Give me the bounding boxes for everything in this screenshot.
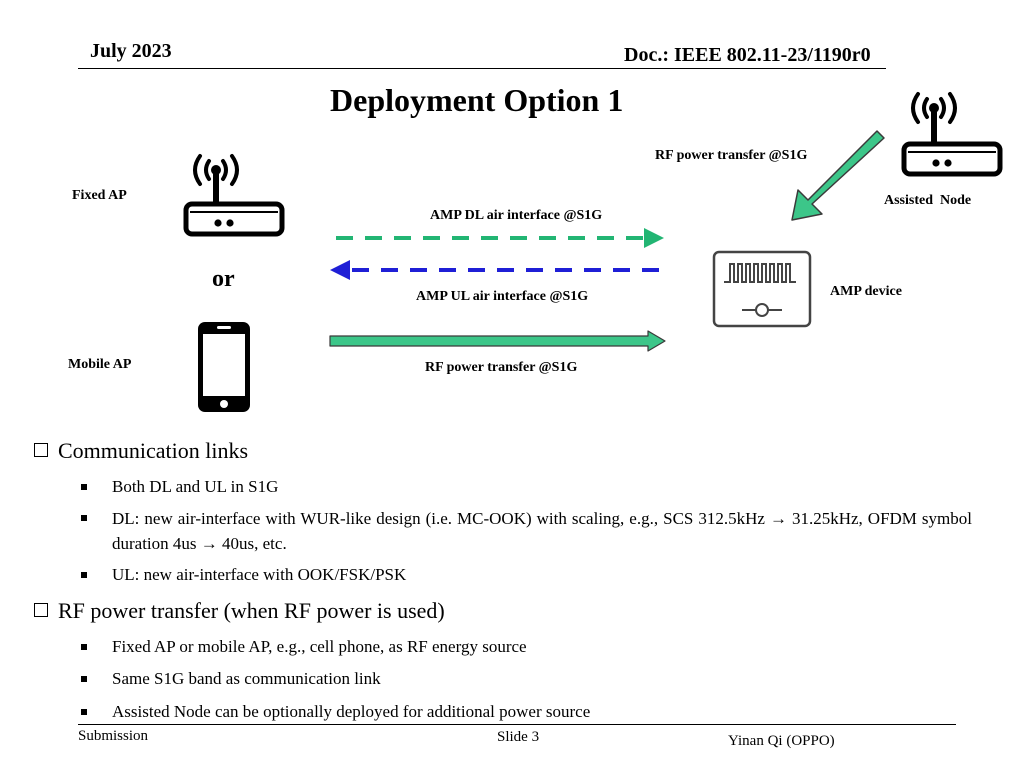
header-rule bbox=[78, 68, 886, 69]
dl-dashed-arrow bbox=[336, 228, 664, 248]
amp-device-label: AMP device bbox=[830, 284, 902, 299]
square-bullet-icon bbox=[81, 644, 87, 650]
section-rf-power-transfer: RF power transfer (when RF power is used… bbox=[34, 598, 445, 624]
assisted-node-router-icon bbox=[901, 92, 1003, 177]
ul-air-interface-label: AMP UL air interface @S1G bbox=[416, 289, 589, 304]
rf-power-solid-arrow bbox=[329, 330, 666, 352]
checkbox-bullet-icon bbox=[34, 603, 48, 617]
square-bullet-icon bbox=[81, 709, 87, 715]
square-bullet-icon bbox=[81, 676, 87, 682]
footer-author: Yinan Qi (OPPO) bbox=[728, 733, 835, 749]
square-bullet-icon bbox=[81, 484, 87, 490]
slide-title: Deployment Option 1 bbox=[330, 82, 624, 118]
dl-air-interface-label: AMP DL air interface @S1G bbox=[430, 208, 603, 223]
mobile-ap-label: Mobile AP bbox=[68, 357, 132, 372]
rf-power-transfer-top-label: RF power transfer @S1G bbox=[655, 148, 808, 163]
list-item: Assisted Node can be optionally deployed… bbox=[81, 702, 590, 722]
footer-submission: Submission bbox=[78, 728, 149, 744]
list-item: Same S1G band as communication link bbox=[81, 669, 381, 689]
square-bullet-icon bbox=[81, 515, 87, 521]
section-communication-links: Communication links bbox=[34, 438, 248, 464]
mobile-phone-icon bbox=[198, 322, 250, 412]
header-date: July 2023 bbox=[90, 40, 172, 62]
list-item: UL: new air-interface with OOK/FSK/PSK bbox=[81, 565, 406, 585]
square-bullet-icon bbox=[81, 572, 87, 578]
assisted-node-label: Assisted Node bbox=[884, 193, 972, 208]
list-item: DL: new air-interface with WUR-like desi… bbox=[81, 506, 972, 556]
section-title: Communication links bbox=[58, 438, 249, 463]
rf-power-diagonal-arrow bbox=[791, 130, 885, 221]
section-title: RF power transfer (when RF power is used… bbox=[58, 598, 445, 623]
checkbox-bullet-icon bbox=[34, 443, 48, 457]
rf-power-transfer-bottom-label: RF power transfer @S1G bbox=[425, 360, 578, 375]
or-label: or bbox=[212, 266, 235, 292]
router-icon bbox=[183, 154, 285, 237]
footer-rule bbox=[78, 724, 956, 725]
ul-dashed-arrow bbox=[330, 260, 660, 280]
footer-slide-number: Slide 3 bbox=[497, 729, 540, 745]
list-item: Fixed AP or mobile AP, e.g., cell phone,… bbox=[81, 637, 527, 657]
list-item: Both DL and UL in S1G bbox=[81, 477, 278, 497]
fixed-ap-label: Fixed AP bbox=[72, 188, 127, 203]
amp-device-icon bbox=[712, 250, 812, 328]
header-doc-id: Doc.: IEEE 802.11-23/1190r0 bbox=[624, 44, 871, 66]
